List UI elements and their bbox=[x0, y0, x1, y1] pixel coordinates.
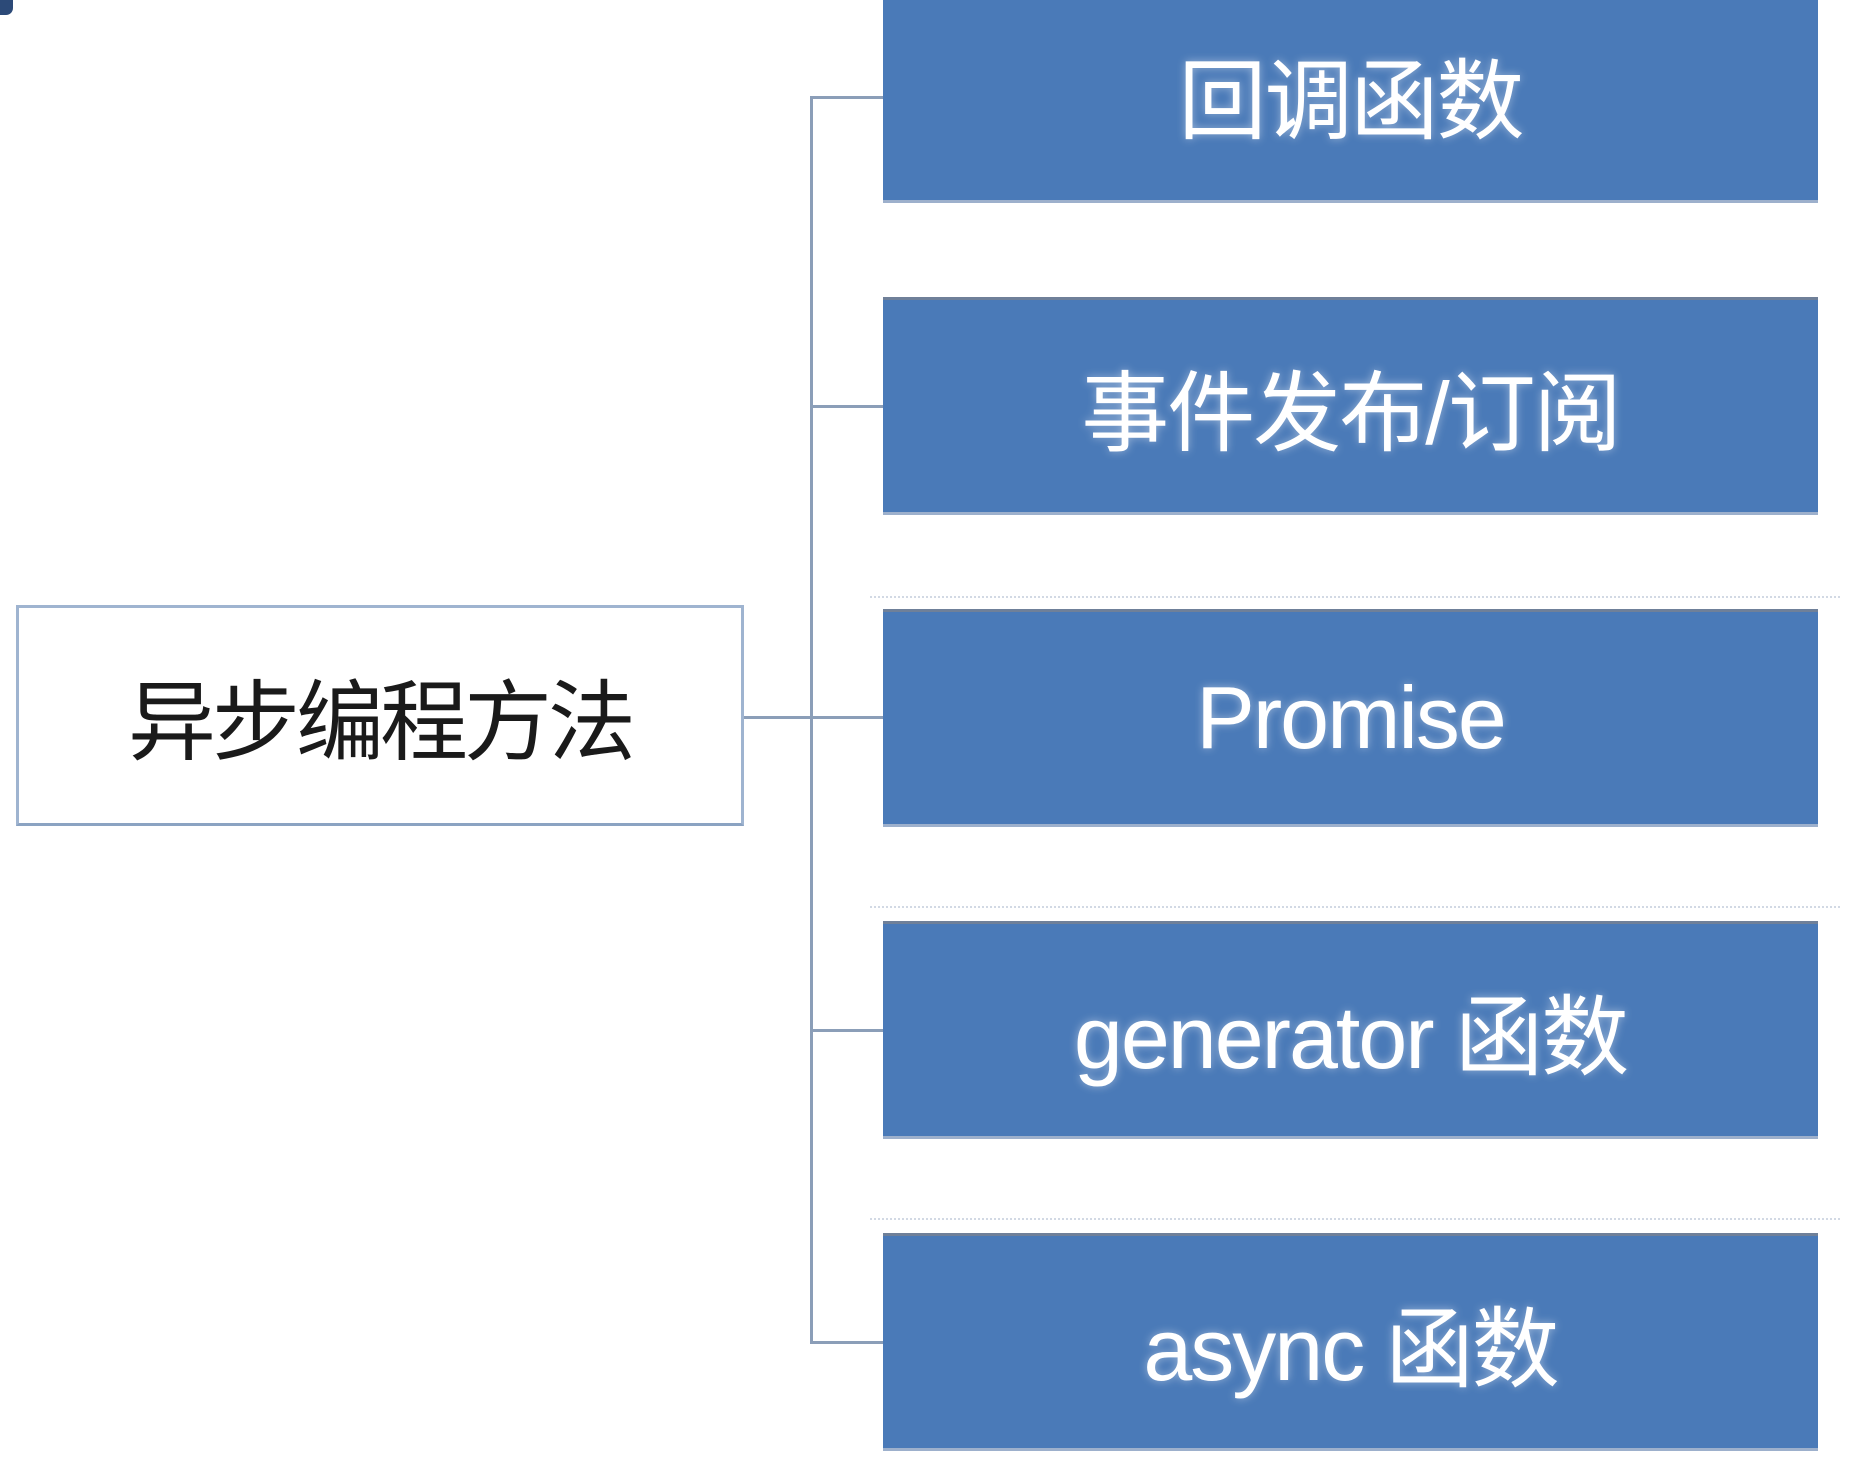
corner-fragment bbox=[0, 0, 13, 15]
node-label: generator 函数 bbox=[1073, 987, 1629, 1087]
connector-branch-callback bbox=[810, 96, 883, 99]
node-label: 回调函数 bbox=[1178, 51, 1524, 151]
node-label: 事件发布/订阅 bbox=[1081, 363, 1621, 463]
connector-branch-event-pub-sub bbox=[810, 405, 883, 408]
connector-trunk bbox=[810, 96, 813, 1344]
node-event-pub-sub: 事件发布/订阅 bbox=[883, 297, 1818, 515]
node-async-function: async 函数 bbox=[883, 1233, 1818, 1451]
connector-branch-async bbox=[810, 1341, 883, 1344]
dotted-guide bbox=[870, 1218, 1840, 1220]
node-generator-function: generator 函数 bbox=[883, 921, 1818, 1139]
dotted-guide bbox=[870, 596, 1840, 598]
node-label: async 函数 bbox=[1143, 1299, 1559, 1399]
node-label: Promise bbox=[1196, 668, 1507, 767]
node-callback-function: 回调函数 bbox=[883, 0, 1818, 203]
root-node-label: 异步编程方法 bbox=[127, 673, 636, 772]
node-promise: Promise bbox=[883, 609, 1818, 827]
node-root-async-programming-methods: 异步编程方法 bbox=[16, 605, 744, 826]
connector-branch-generator bbox=[810, 1029, 883, 1032]
dotted-guide bbox=[870, 906, 1840, 908]
connector-branch-promise bbox=[744, 716, 883, 719]
